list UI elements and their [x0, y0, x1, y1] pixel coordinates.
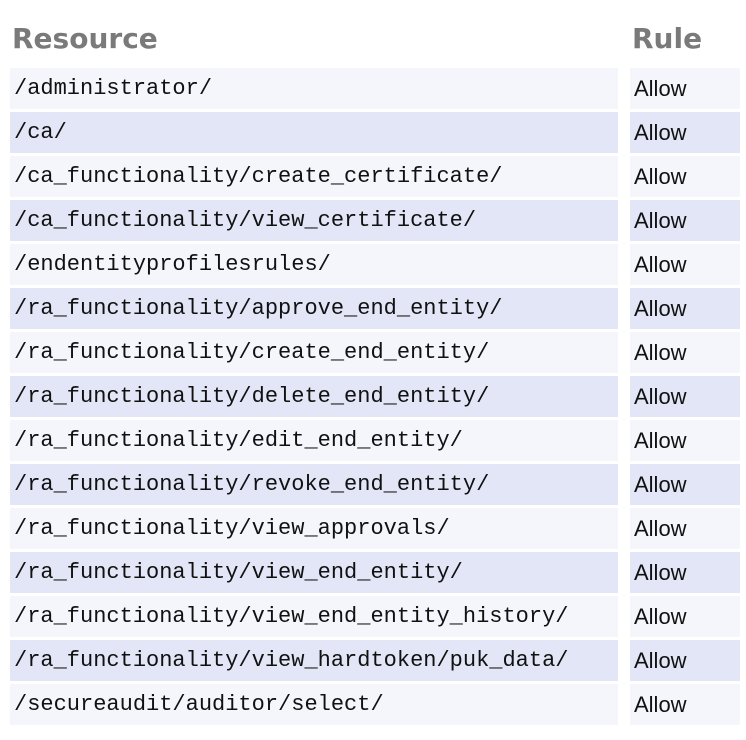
rule-cell: Allow — [630, 552, 740, 593]
rule-cell: Allow — [630, 156, 740, 197]
resource-cell: /endentityprofilesrules/ — [10, 244, 618, 285]
rule-cell: Allow — [630, 376, 740, 417]
rule-cell: Allow — [630, 200, 740, 241]
resource-cell: /ca/ — [10, 112, 618, 153]
resource-cell: /secureaudit/auditor/select/ — [10, 684, 618, 725]
rule-cell: Allow — [630, 288, 740, 329]
resource-cell: /administrator/ — [10, 68, 618, 109]
rule-cell: Allow — [630, 332, 740, 373]
rule-cell: Allow — [630, 68, 740, 109]
resource-cell: /ca_functionality/view_certificate/ — [10, 200, 618, 241]
rule-cell: Allow — [630, 420, 740, 461]
rule-cell: Allow — [630, 244, 740, 285]
resource-cell: /ra_functionality/approve_end_entity/ — [10, 288, 618, 329]
resource-cell: /ca_functionality/create_certificate/ — [10, 156, 618, 197]
access-rules-table: Resource Rule /administrator/ Allow /ca/… — [10, 20, 740, 725]
column-header-rule: Rule — [630, 20, 740, 65]
resource-cell: /ra_functionality/view_approvals/ — [10, 508, 618, 549]
resource-cell: /ra_functionality/delete_end_entity/ — [10, 376, 618, 417]
resource-cell: /ra_functionality/view_hardtoken/puk_dat… — [10, 640, 618, 681]
rule-cell: Allow — [630, 464, 740, 505]
rule-cell: Allow — [630, 640, 740, 681]
rule-cell: Allow — [630, 508, 740, 549]
resource-cell: /ra_functionality/view_end_entity_histor… — [10, 596, 618, 637]
rule-cell: Allow — [630, 596, 740, 637]
resource-cell: /ra_functionality/revoke_end_entity/ — [10, 464, 618, 505]
resource-cell: /ra_functionality/view_end_entity/ — [10, 552, 618, 593]
rule-cell: Allow — [630, 112, 740, 153]
column-header-resource: Resource — [10, 20, 618, 65]
rule-cell: Allow — [630, 684, 740, 725]
resource-cell: /ra_functionality/create_end_entity/ — [10, 332, 618, 373]
resource-cell: /ra_functionality/edit_end_entity/ — [10, 420, 618, 461]
